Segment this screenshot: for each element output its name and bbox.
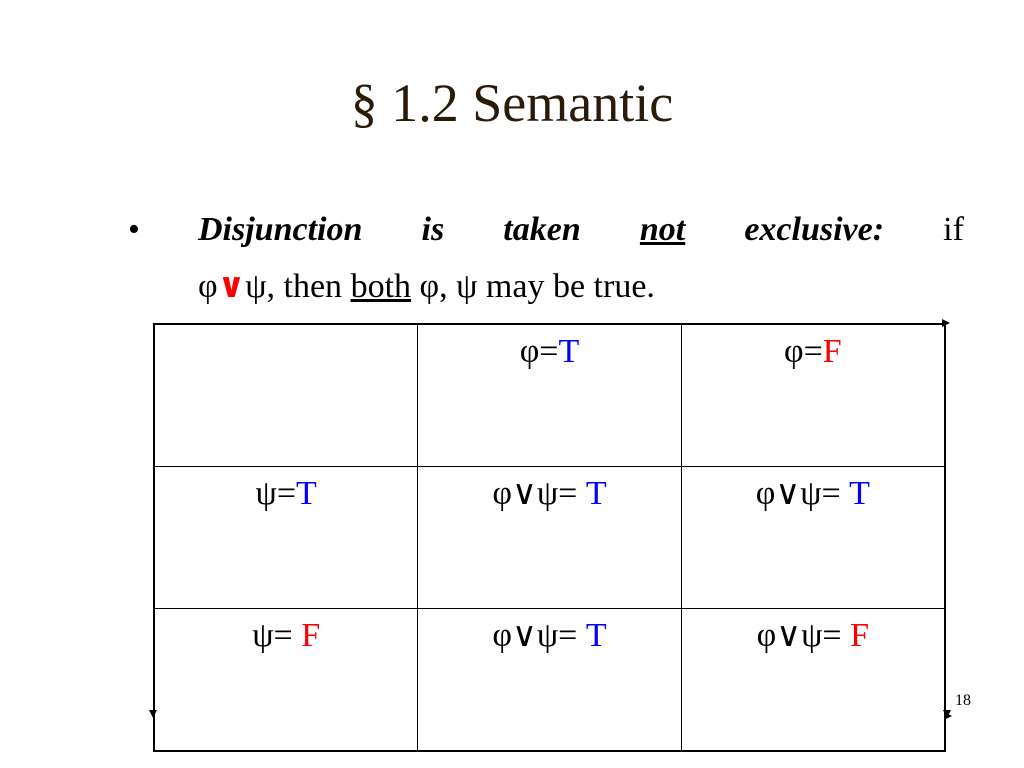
bullet-word-both: both [350, 268, 412, 305]
table-header-phi-true: φ=T [417, 323, 682, 467]
bullet-word-disjunction: Disjunction [198, 211, 363, 248]
cell-value: T [558, 333, 580, 370]
cell-expr: φ∨ψ= [755, 475, 850, 512]
cell-label: φ= [519, 333, 559, 370]
bullet-marker: • [128, 211, 140, 248]
bullet-text-line-1: Disjunction is taken not exclusive: if [198, 213, 964, 247]
slide-title: § 1.2 Semantic [350, 73, 674, 133]
table-header-row: φ=T φ=F [153, 323, 946, 467]
arrowhead-top-right-icon [942, 319, 950, 327]
table-cell: φ∨ψ= F [680, 608, 946, 752]
bullet-psi-then: ψ, then [245, 268, 351, 305]
bullet-text-line-2: φ∨ψ, then both φ, ψ may be true. [198, 270, 655, 304]
table-cell: φ∨ψ= T [417, 466, 682, 609]
table-header-phi-false: φ=F [680, 323, 946, 467]
cell-label: φ= [783, 333, 823, 370]
cell-expr: φ∨ψ= [492, 617, 586, 654]
cell-value: F [301, 617, 321, 654]
cell-expr: φ∨ψ= [756, 617, 851, 654]
bullet-or-symbol: ∨ [217, 268, 246, 305]
table-row: ψ= F φ∨ψ= T φ∨ψ= F [153, 608, 946, 752]
arrowhead-left-down-icon [149, 710, 157, 718]
table-cell: φ∨ψ= T [417, 608, 682, 752]
table-row-header-psi-true: ψ=T [153, 466, 419, 609]
cell-value: T [585, 475, 607, 512]
bullet-word-not: not [639, 211, 686, 248]
page-number: 18 [955, 692, 971, 709]
cell-label: ψ= [252, 617, 302, 654]
table-cell: φ∨ψ= T [680, 466, 946, 609]
bullet-word-is: is [421, 211, 445, 248]
cell-expr: φ∨ψ= [492, 475, 586, 512]
truth-table: φ=T φ=F ψ=T φ∨ψ= T φ∨ψ= T ψ= F φ∨ψ= T φ∨… [153, 323, 946, 752]
cell-value: T [296, 475, 317, 512]
cell-value: F [850, 617, 870, 654]
bullet-word-taken: taken [503, 211, 581, 248]
bullet-word-exclusive: exclusive: [744, 211, 885, 248]
cell-value: T [585, 617, 607, 654]
arrowhead-bottom-right-icon [944, 712, 952, 720]
bullet-rest: φ, ψ may be true. [411, 268, 655, 305]
table-corner-cell [153, 323, 419, 467]
cell-label: ψ= [255, 475, 296, 512]
table-row-header-psi-false: ψ= F [153, 608, 419, 752]
cell-value: F [822, 333, 842, 370]
cell-value: T [849, 475, 870, 512]
bullet-word-if: if [943, 211, 964, 248]
table-row: ψ=T φ∨ψ= T φ∨ψ= T [153, 466, 946, 609]
bullet-phi: φ [198, 268, 218, 305]
